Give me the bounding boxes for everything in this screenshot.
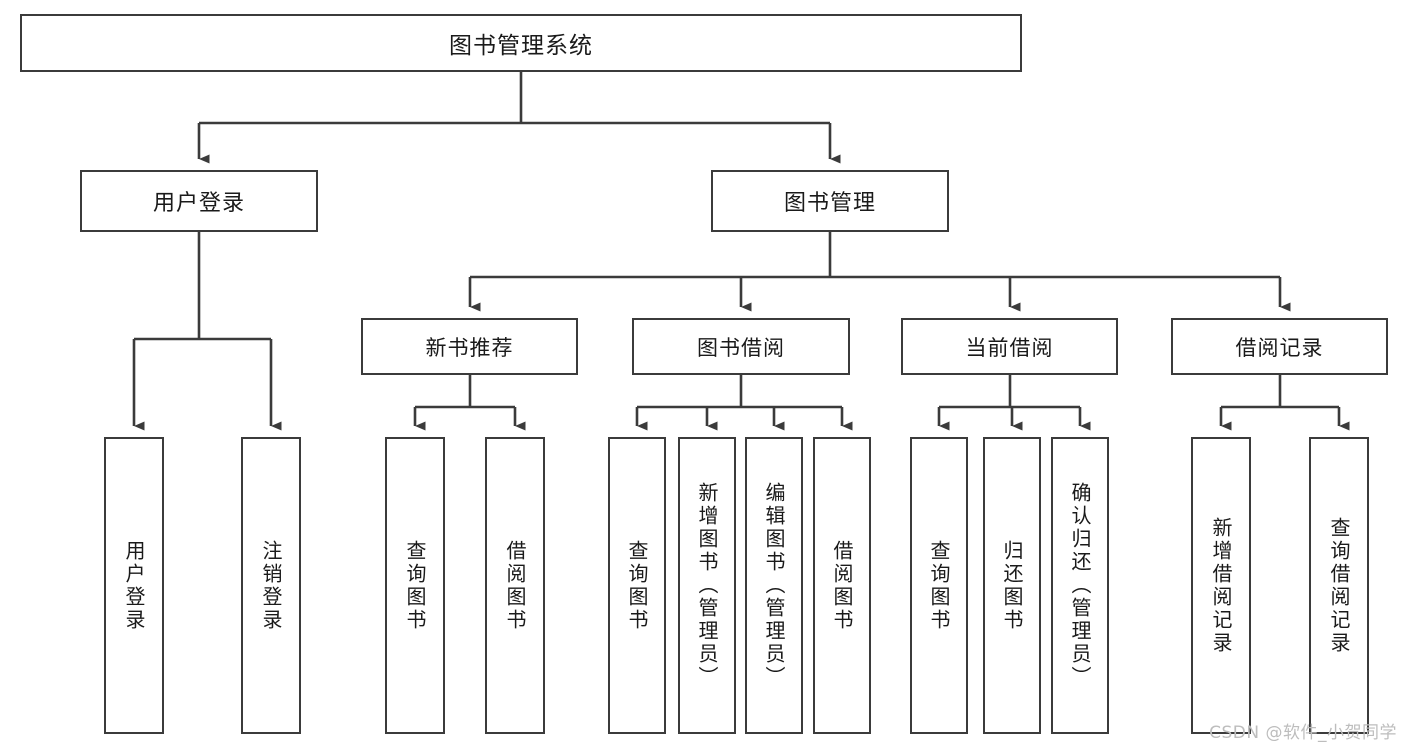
node-current-borrow[interactable]: 当前借阅 xyxy=(901,318,1118,375)
node-label: 借阅图书 xyxy=(503,539,527,632)
node-label: 当前借阅 xyxy=(965,335,1054,360)
node-label: 图书管理 xyxy=(783,191,876,216)
node-leaf-add-book[interactable]: 新增图书（管理员） xyxy=(678,437,736,734)
node-leaf-logout[interactable]: 注销登录 xyxy=(241,437,301,734)
node-label: 查询图书 xyxy=(625,539,649,632)
node-borrow-record[interactable]: 借阅记录 xyxy=(1171,318,1388,375)
node-label: 用户登录 xyxy=(152,191,245,216)
node-leaf-add-record[interactable]: 新增借阅记录 xyxy=(1191,437,1251,734)
node-label: 图书管理系统 xyxy=(449,33,593,59)
node-user-login[interactable]: 用户登录 xyxy=(80,170,318,232)
node-label: 查询图书 xyxy=(403,539,427,632)
node-leaf-query-book-2[interactable]: 查询图书 xyxy=(608,437,666,734)
node-leaf-borrow-book-2[interactable]: 借阅图书 xyxy=(813,437,871,734)
node-leaf-user-login[interactable]: 用户登录 xyxy=(104,437,164,734)
node-label: 借阅记录 xyxy=(1235,335,1324,360)
node-label: 归还图书 xyxy=(1000,539,1024,632)
node-label: 确认归还（管理员） xyxy=(1068,482,1092,689)
node-leaf-edit-book[interactable]: 编辑图书（管理员） xyxy=(745,437,803,734)
node-leaf-borrow-book-1[interactable]: 借阅图书 xyxy=(485,437,545,734)
node-label: 图书借阅 xyxy=(697,335,785,360)
node-book-borrow[interactable]: 图书借阅 xyxy=(632,318,850,375)
node-new-book-rec[interactable]: 新书推荐 xyxy=(361,318,578,375)
node-label: 新增借阅记录 xyxy=(1209,516,1233,655)
node-label: 用户登录 xyxy=(122,539,146,632)
node-book-manage[interactable]: 图书管理 xyxy=(711,170,949,232)
node-label: 借阅图书 xyxy=(830,539,854,632)
node-leaf-query-book-3[interactable]: 查询图书 xyxy=(910,437,968,734)
node-label: 新书推荐 xyxy=(425,335,514,360)
node-leaf-confirm-return[interactable]: 确认归还（管理员） xyxy=(1051,437,1109,734)
node-leaf-query-record[interactable]: 查询借阅记录 xyxy=(1309,437,1369,734)
watermark-label: CSDN @软件_小贺同学 xyxy=(1209,723,1397,743)
node-label: 新增图书（管理员） xyxy=(695,482,719,689)
node-label: 查询借阅记录 xyxy=(1327,516,1351,655)
node-leaf-query-book-1[interactable]: 查询图书 xyxy=(385,437,445,734)
node-label: 查询图书 xyxy=(927,539,951,632)
node-label: 编辑图书（管理员） xyxy=(762,482,786,689)
node-root[interactable]: 图书管理系统 xyxy=(20,14,1022,72)
node-label: 注销登录 xyxy=(259,539,283,632)
node-leaf-return-book[interactable]: 归还图书 xyxy=(983,437,1041,734)
